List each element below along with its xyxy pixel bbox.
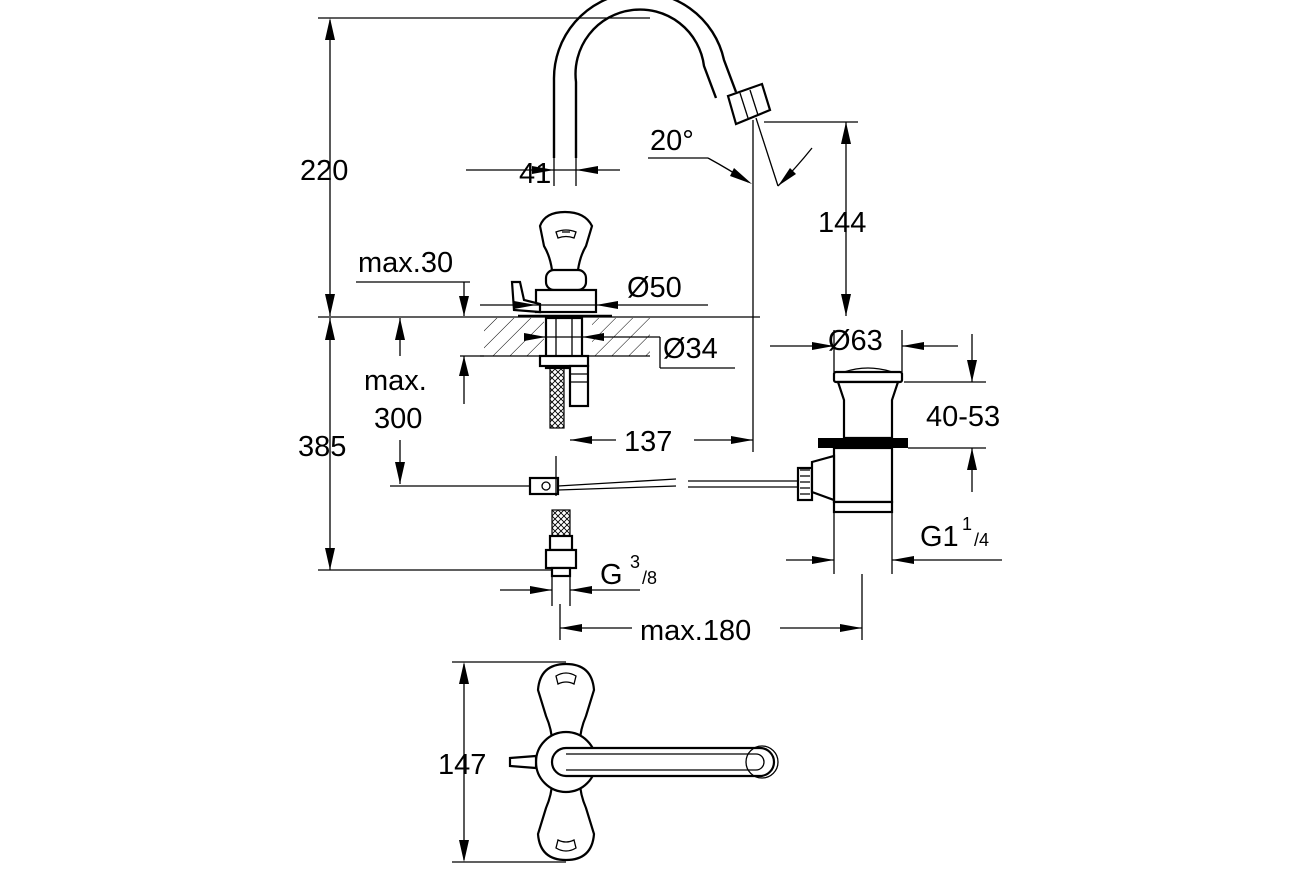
waste-thread-den: /4 [974, 530, 989, 550]
plan-width-label: 147 [438, 749, 486, 781]
dim-spout-angle: 20° [648, 117, 813, 452]
dim-max-deck: max.30 [356, 247, 484, 404]
spout [552, 0, 772, 158]
height-total-label: 220 [300, 155, 348, 187]
plan-handle-bottom [536, 780, 596, 862]
dim-under-deck: max. 300 385 [298, 318, 552, 571]
dim-spout-projection: 137 [570, 424, 753, 458]
waste-thread-num: 1 [962, 514, 972, 534]
spout-angle-label: 20° [650, 125, 694, 157]
dim-waste-flange: Ø63 [770, 325, 958, 372]
supply-thread-num: 3 [630, 552, 640, 572]
waste-flange-label: Ø63 [828, 325, 883, 357]
dim-hole-diameter: Ø34 [524, 333, 735, 369]
pop-up-waste [810, 367, 908, 574]
dim-spout-height: 144 [764, 121, 866, 316]
plan-spout [550, 746, 776, 778]
plan-view: 147 [438, 661, 779, 863]
plan-handle-top [536, 662, 596, 744]
handle-width-label: 41 [519, 158, 551, 190]
dim-handle-width: 41 [466, 156, 620, 190]
spout-height-label: 144 [818, 207, 866, 239]
body-diameter-label: Ø50 [627, 272, 682, 304]
pull-rod-label: max.180 [640, 615, 751, 647]
waste-thread-label: G1 [920, 521, 959, 553]
supply-connector: G 3 /8 [500, 509, 657, 606]
supply-thread-den: /8 [642, 568, 657, 588]
max-under-label-2: 300 [374, 403, 422, 435]
dim-height-total: 220 [300, 17, 650, 316]
dim-body-diameter: Ø50 [480, 272, 708, 309]
hole-diameter-label: Ø34 [663, 333, 718, 365]
supply-thread-label: G [600, 559, 623, 591]
spout-projection-label: 137 [624, 426, 672, 458]
dim-waste-range: 40-53 [904, 334, 1000, 492]
pull-rod [390, 456, 814, 502]
valve-body [510, 210, 612, 429]
dim-pull-rod: max.180 [559, 574, 863, 647]
side-elevation: 220 [298, 0, 1002, 647]
dim-waste-thread: G1 1 /4 [786, 514, 1002, 564]
waste-range-label: 40-53 [926, 401, 1000, 433]
dim-plan-width: 147 [438, 661, 566, 863]
max-under-label-1: max. [364, 365, 427, 397]
max-deck-label: max.30 [358, 247, 453, 279]
below-deck-label: 385 [298, 431, 346, 463]
